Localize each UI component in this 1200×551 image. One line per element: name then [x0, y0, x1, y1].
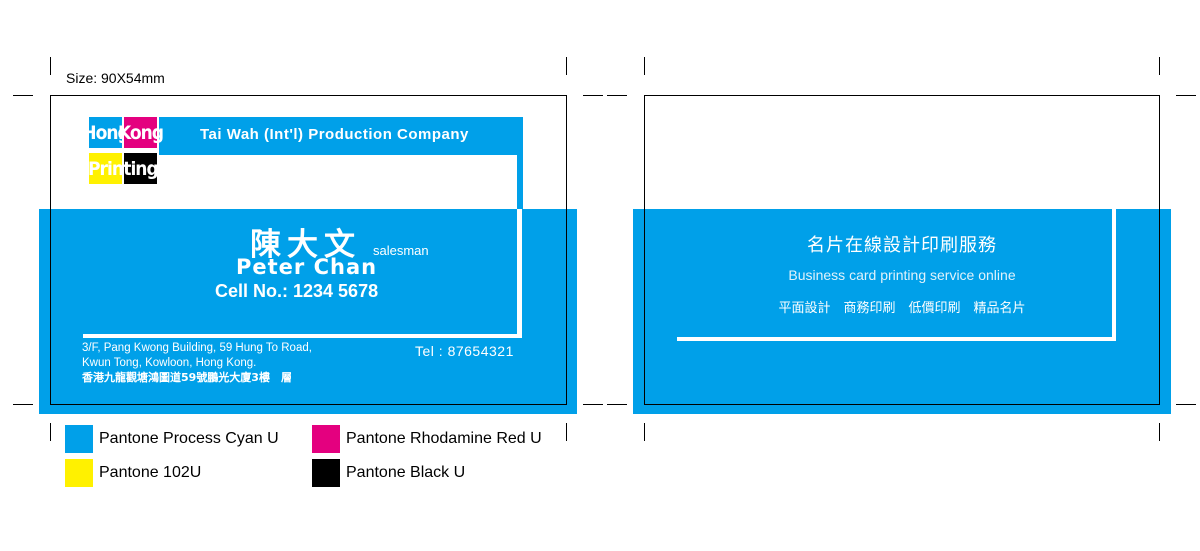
crop-mark — [1159, 57, 1160, 75]
crop-mark — [50, 57, 51, 75]
logo-kong: Kong — [118, 117, 164, 148]
legend-label-rhodamine: Pantone Rhodamine Red U — [346, 430, 542, 447]
logo-prin: Prin — [88, 153, 124, 184]
front-blue-band — [39, 209, 577, 414]
swatch-rhodamine — [312, 425, 340, 453]
logo-ting: ting — [123, 153, 159, 184]
name-en: Peter Chan — [236, 255, 378, 279]
address-cn: 香港九龍觀塘鴻圖道59號鵬光大廈3樓 層 — [82, 371, 292, 384]
crop-mark — [1176, 95, 1196, 96]
crop-mark — [607, 95, 627, 96]
job-title: salesman — [373, 243, 429, 258]
swatch-yellow — [65, 459, 93, 487]
front-trim-line — [50, 95, 567, 405]
back-trim-line — [644, 95, 1160, 405]
front-frame-line — [83, 334, 522, 338]
address-line-1: 3/F, Pang Kwong Building, 59 Hung To Roa… — [82, 342, 312, 354]
crop-mark — [644, 57, 645, 75]
back-title-cn: 名片在線設計印刷服務 — [807, 235, 997, 256]
back-frame-line — [677, 337, 1116, 341]
crop-mark — [13, 95, 33, 96]
crop-mark — [50, 423, 51, 441]
front-header-bar — [159, 117, 523, 155]
front-frame-line — [517, 209, 522, 338]
front-side-bar — [517, 117, 523, 209]
size-label: Size: 90X54mm — [66, 70, 165, 86]
crop-mark — [607, 404, 627, 405]
swatch-cyan — [65, 425, 93, 453]
crop-mark — [566, 423, 567, 441]
back-subtitle-en: Business card printing service online — [788, 267, 1016, 283]
crop-mark — [1159, 423, 1160, 441]
crop-mark — [566, 57, 567, 75]
logo-hong: Hong — [82, 117, 130, 148]
back-blue-band — [633, 209, 1171, 414]
legend-label-yellow: Pantone 102U — [99, 464, 202, 481]
name-cn: 陳大文 — [250, 227, 361, 263]
legend-label-black: Pantone Black U — [346, 464, 466, 481]
company-name: Tai Wah (Int'l) Production Company — [200, 126, 469, 143]
cell-number: Cell No.: 1234 5678 — [215, 281, 379, 301]
tel-number: Tel : 87654321 — [415, 343, 514, 359]
crop-mark — [583, 95, 603, 96]
crop-mark — [13, 404, 33, 405]
back-frame-line — [1112, 209, 1116, 340]
crop-mark — [583, 404, 603, 405]
swatch-black — [312, 459, 340, 487]
crop-mark — [1176, 404, 1196, 405]
back-services-cn: 平面設計 商務印刷 低價印刷 精品名片 — [778, 301, 1026, 316]
address-line-2: Kwun Tong, Kowloon, Hong Kong. — [82, 357, 257, 369]
legend-label-cyan: Pantone Process Cyan U — [99, 430, 279, 447]
crop-mark — [644, 423, 645, 441]
